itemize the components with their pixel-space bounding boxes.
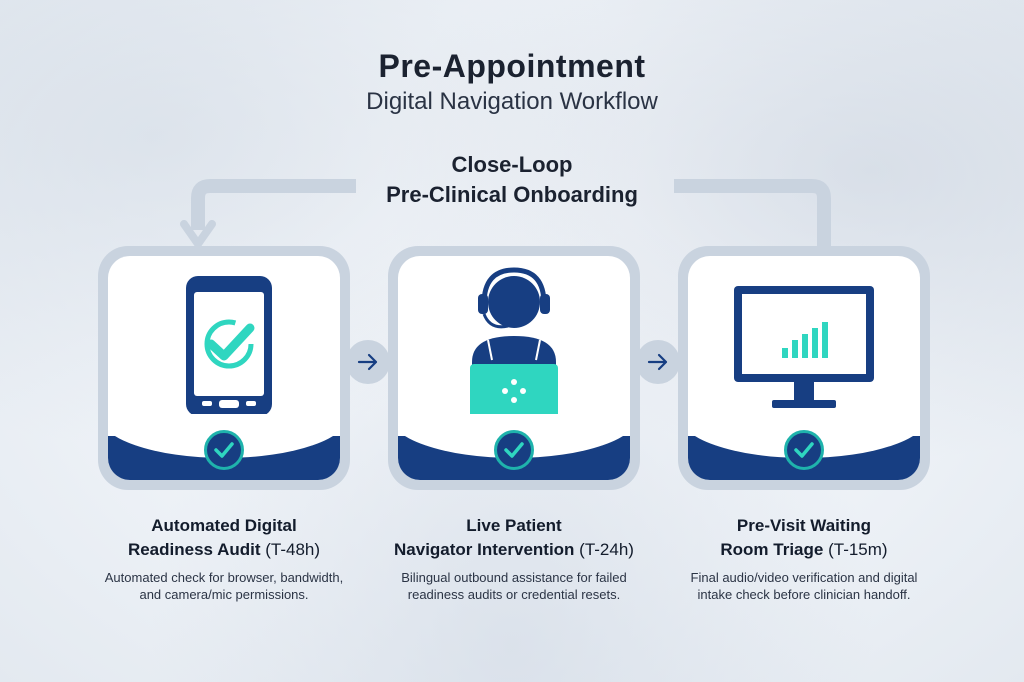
navigator-headset-laptop-icon	[460, 267, 568, 424]
loop-label-line2: Pre-Clinical Onboarding	[386, 182, 638, 207]
check-badge-icon	[204, 430, 244, 470]
step-description: Automated check for browser, bandwidth, …	[104, 570, 344, 602]
step-timing: (T-48h)	[260, 540, 321, 559]
step-description: Final audio/video verification and digit…	[690, 570, 918, 602]
page-subtitle: Digital Navigation Workflow	[366, 88, 658, 115]
smartphone-check-icon	[186, 276, 272, 416]
step-title-line2: Readiness Audit	[127, 540, 261, 559]
step-arrow-icon	[346, 340, 390, 384]
monitor-signal-bars-icon	[734, 286, 874, 408]
check-badge-icon	[494, 430, 534, 470]
loop-label: Close-Loop Pre-Clinical Onboarding	[0, 150, 1024, 210]
step-title-readiness-audit: Automated Digital Readiness Audit (T-48h…	[79, 514, 369, 562]
step-description: Bilingual outbound assistance for failed…	[401, 570, 627, 602]
step-timing: (T-24h)	[574, 540, 634, 559]
card-body	[688, 256, 920, 480]
step-title-line1: Automated Digital	[151, 516, 297, 535]
loop-label-line1: Close-Loop	[451, 152, 573, 177]
page-title: Pre-Appointment	[378, 48, 646, 84]
card-body	[398, 256, 630, 480]
step-title-line1: Pre-Visit Waiting	[736, 516, 872, 535]
step-title-waiting-room: Pre-Visit Waiting Room Triage (T-15m)	[659, 514, 949, 562]
step-title-line2: Navigator Intervention	[394, 540, 575, 559]
step-title-navigator: Live Patient Navigator Intervention (T-2…	[369, 514, 659, 562]
check-badge-icon	[784, 430, 824, 470]
step-card-readiness-audit	[98, 246, 350, 490]
step-title-line2: Room Triage	[720, 540, 824, 559]
step-timing: (T-15m)	[823, 540, 888, 559]
step-card-waiting-room	[678, 246, 930, 490]
step-arrow-icon	[636, 340, 680, 384]
step-card-navigator	[388, 246, 640, 490]
card-body	[108, 256, 340, 480]
step-title-line1: Live Patient	[466, 516, 562, 535]
